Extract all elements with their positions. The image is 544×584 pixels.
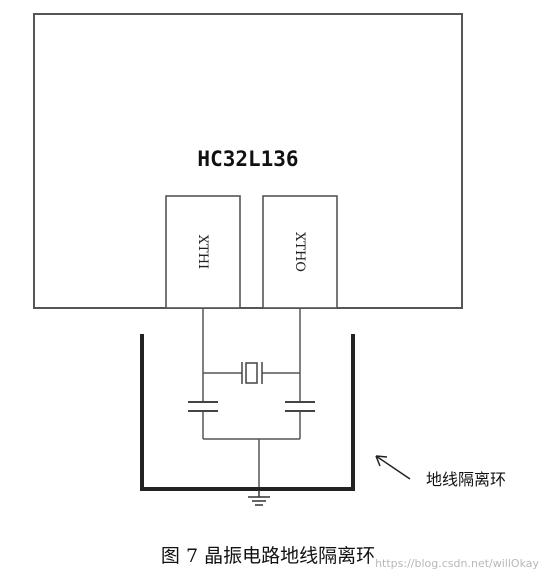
ring-label: 地线隔离环: [426, 470, 506, 489]
figure-caption: 图 7 晶振电路地线隔离环: [161, 545, 375, 567]
watermark: https://blog.csdn.net/willOkay: [375, 557, 539, 570]
ring-arrow-icon: [375, 455, 411, 480]
crystal-symbol: [241, 362, 263, 384]
capacitor-right: [285, 401, 315, 412]
pin-box-xtho: [262, 195, 338, 309]
pin-box-xthi: [165, 195, 241, 309]
pin-label-xthi: XTHI: [195, 235, 210, 269]
capacitor-left: [188, 401, 218, 412]
mcu-title: HC32L136: [197, 147, 298, 171]
pin-label-xtho: XTHO: [292, 232, 307, 272]
mcu-body: [33, 13, 463, 309]
circuit-wires: [202, 308, 301, 490]
ground-isolation-ring: [140, 334, 355, 491]
ground-icon: [248, 490, 270, 506]
